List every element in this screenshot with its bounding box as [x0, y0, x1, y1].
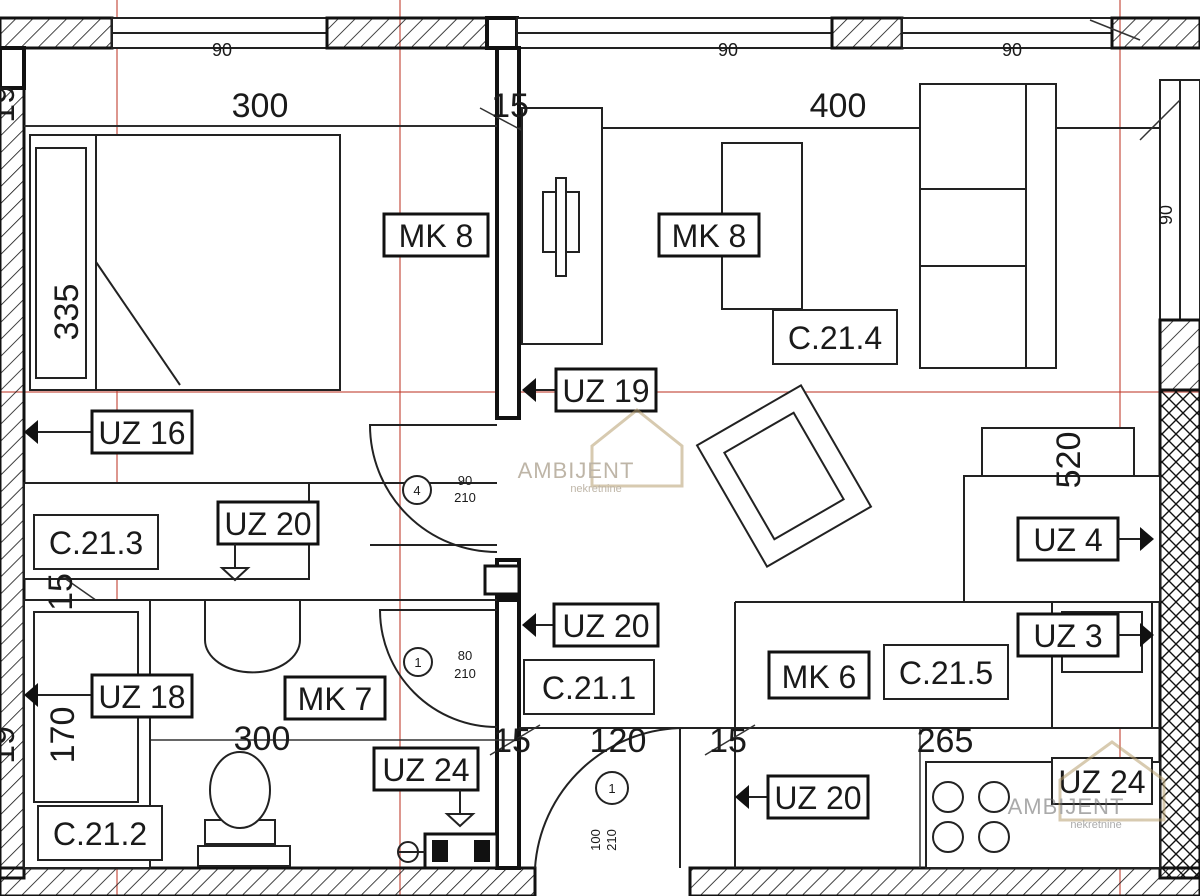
fixture-uz20-entry: UZ 20 — [735, 774, 870, 820]
switch-box — [483, 564, 521, 596]
exterior-walls — [0, 16, 1200, 896]
room-tag-mk6-kitchen: MK 6 — [767, 650, 871, 700]
door-1-height: 210 — [454, 666, 476, 681]
svg-text:C.21.5: C.21.5 — [899, 655, 993, 691]
svg-text:C.21.4: C.21.4 — [788, 320, 882, 356]
door-1-number: 1 — [414, 655, 421, 670]
fixture-uz24-bath: UZ 24 — [372, 746, 480, 828]
dim-top-window-right: 90 — [1002, 40, 1022, 60]
dim-left-edge-top: 19 — [0, 85, 22, 123]
armchair — [695, 384, 873, 568]
svg-text:UZ 16: UZ 16 — [98, 415, 185, 451]
dim-kitchen-width: 265 — [917, 722, 974, 760]
dim-hall-gap-left: 15 — [493, 722, 531, 760]
door-1-width: 80 — [458, 648, 472, 663]
room-code-bath: C.21.2 — [37, 805, 163, 861]
entry-door-number: 1 — [608, 781, 615, 796]
watermark-brand-corner: AMBIJENT — [1008, 794, 1125, 819]
house-logo-icon-corner — [1058, 740, 1166, 822]
dim-living-width: 400 — [810, 87, 867, 125]
sofa — [919, 83, 1057, 369]
door-1: 1 80 210 — [378, 609, 498, 728]
svg-text:UZ 20: UZ 20 — [774, 780, 861, 816]
dim-living-depth: 520 — [1050, 432, 1088, 489]
dim-top-window-mid: 90 — [718, 40, 738, 60]
toilet — [197, 751, 291, 867]
svg-text:C.21.3: C.21.3 — [49, 525, 143, 561]
dim-bath-depth: 170 — [44, 707, 82, 764]
watermark-corner: AMBIJENT nekretnine — [1008, 740, 1166, 831]
house-logo-icon — [590, 408, 684, 488]
fixture-uz18: UZ 18 — [24, 673, 194, 719]
svg-text:UZ 20: UZ 20 — [562, 608, 649, 644]
room-code-living: C.21.4 — [772, 309, 898, 365]
room-tag-mk8-bedroom: MK 8 — [382, 212, 490, 258]
dim-bedroom-depth: 335 — [48, 284, 86, 341]
svg-text:UZ 3: UZ 3 — [1033, 618, 1102, 654]
fixture-uz16: UZ 16 — [24, 409, 194, 455]
fixture-uz20-bedroom: UZ 20 — [216, 500, 320, 582]
tv-unit — [521, 107, 603, 345]
entry-door-height: 210 — [604, 829, 619, 851]
fixture-uz20-hall: UZ 20 — [522, 602, 660, 648]
door-4-height: 210 — [454, 490, 476, 505]
room-tag-mk7-bath: MK 7 — [283, 675, 387, 721]
entry-door: 1 100 210 — [534, 726, 686, 869]
door-4-number: 4 — [413, 483, 420, 498]
dim-bath-gap: 15 — [42, 573, 80, 611]
svg-text:MK 8: MK 8 — [399, 218, 474, 254]
door-4-width: 90 — [458, 473, 472, 488]
bed — [29, 134, 341, 391]
dim-top-window-left: 90 — [212, 40, 232, 60]
door-4: 4 90 210 — [368, 424, 498, 553]
fixture-uz3: UZ 3 — [1016, 612, 1154, 658]
watermark-brand: AMBIJENT — [518, 458, 635, 483]
room-code-hall: C.21.1 — [523, 659, 655, 715]
dim-bath-width: 300 — [234, 720, 291, 758]
svg-text:UZ 19: UZ 19 — [562, 373, 649, 409]
fixture-uz4: UZ 4 — [1016, 516, 1154, 562]
room-code-kitchen: C.21.5 — [883, 644, 1009, 700]
svg-text:MK 8: MK 8 — [672, 218, 747, 254]
svg-text:UZ 24: UZ 24 — [382, 752, 469, 788]
electrical-panel — [397, 832, 499, 870]
room-code-bedroom: C.21.3 — [33, 514, 159, 570]
svg-text:C.21.2: C.21.2 — [53, 816, 147, 852]
svg-text:UZ 4: UZ 4 — [1033, 522, 1102, 558]
watermark-center: AMBIJENT nekretnine — [518, 408, 684, 495]
dim-hall-width: 120 — [590, 722, 647, 760]
svg-text:C.21.1: C.21.1 — [542, 670, 636, 706]
room-tag-mk8-living: MK 8 — [657, 212, 761, 258]
dim-bedroom-width: 300 — [232, 87, 289, 125]
svg-text:UZ 18: UZ 18 — [98, 679, 185, 715]
svg-text:UZ 20: UZ 20 — [224, 506, 311, 542]
entry-door-width: 100 — [588, 829, 603, 851]
fixture-uz19: UZ 19 — [522, 367, 658, 413]
svg-text:MK 7: MK 7 — [298, 681, 373, 717]
dim-hall-gap-right: 15 — [709, 722, 747, 760]
svg-text:MK 6: MK 6 — [782, 659, 857, 695]
watermark-tagline: nekretnine — [570, 483, 621, 495]
dim-left-edge-bottom: 19 — [0, 726, 22, 764]
dim-right-window: 90 — [1156, 205, 1176, 225]
sink — [204, 599, 301, 674]
dim-partition: 15 — [491, 87, 529, 125]
watermark-tagline-corner: nekretnine — [1070, 819, 1121, 831]
dimension-labels: 90 90 90 90 300 15 400 335 19 15 170 19 … — [0, 40, 1176, 764]
